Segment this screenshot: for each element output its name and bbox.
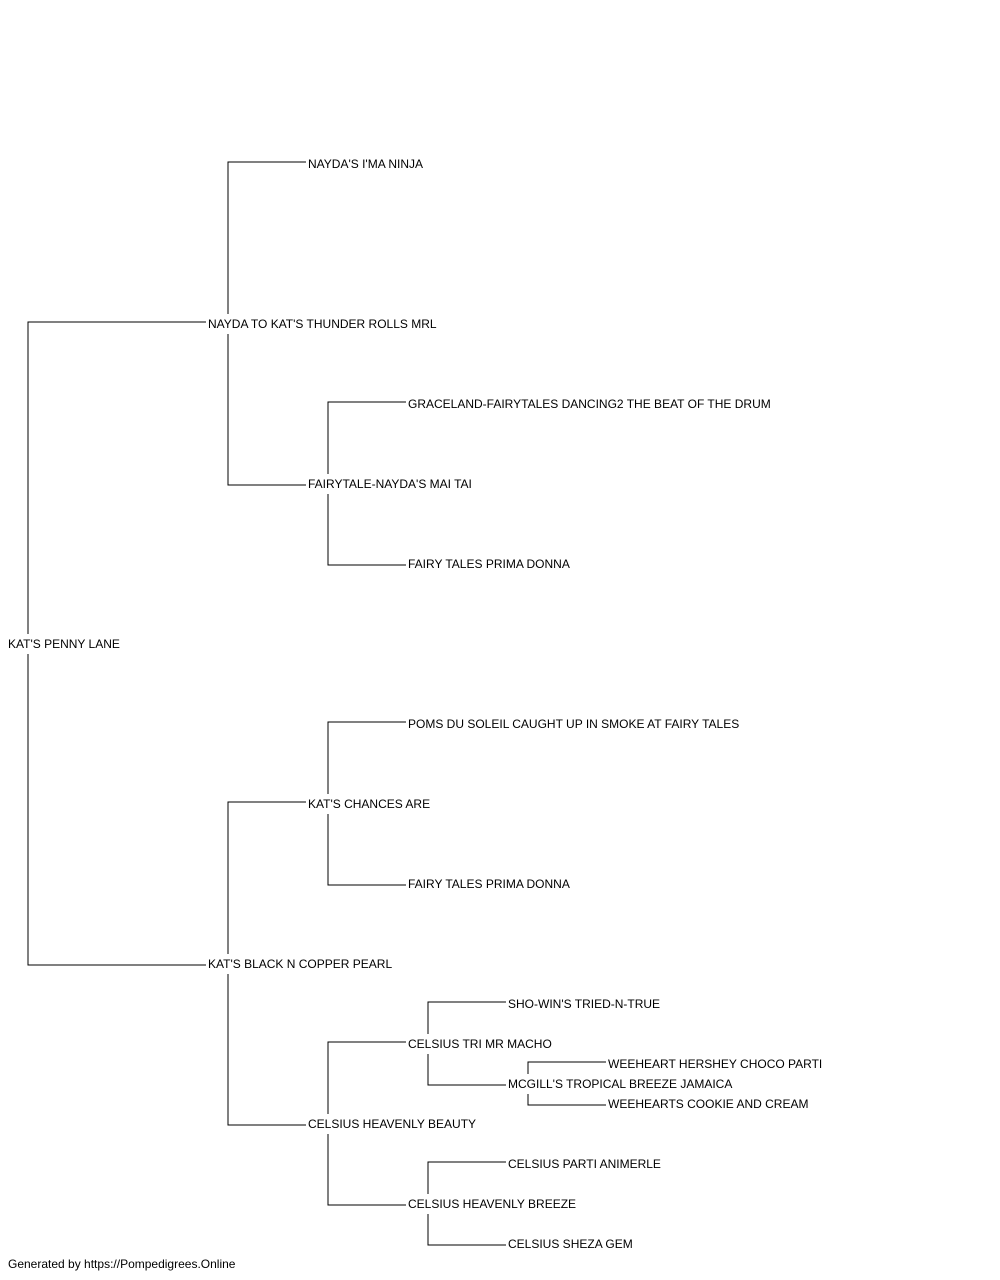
- dam-dam-sire-dam-name: MCGILL'S TROPICAL BREEZE JAMAICA: [508, 1077, 732, 1091]
- sire-sire-name: NAYDA'S I'MA NINJA: [308, 157, 423, 171]
- connector-dam-sire: [227, 801, 306, 954]
- connector-root-sire: [27, 321, 206, 634]
- connector-dam-dam-sire: [327, 1041, 406, 1114]
- sire-name: NAYDA TO KAT'S THUNDER ROLLS MRL: [208, 317, 437, 331]
- connector-root-dam: [27, 654, 206, 966]
- connector-jamaica-dam: [527, 1094, 606, 1106]
- connector-jamaica-sire: [527, 1061, 606, 1074]
- name-labels: KAT'S PENNY LANE NAYDA TO KAT'S THUNDER …: [8, 157, 822, 1251]
- subject-name: KAT'S PENNY LANE: [8, 637, 120, 651]
- connector-sire-dam: [227, 334, 306, 486]
- connector-sire-dam-dam: [327, 494, 406, 566]
- dam-dam-sire-dam-dam-name: WEEHEARTS COOKIE AND CREAM: [608, 1097, 808, 1111]
- dam-dam-dam-sire-name: CELSIUS PARTI ANIMERLE: [508, 1157, 661, 1171]
- connector-dam-sire-sire: [327, 721, 406, 794]
- dam-sire-dam-name: FAIRY TALES PRIMA DONNA: [408, 877, 570, 891]
- dam-dam-sire-name: CELSIUS TRI MR MACHO: [408, 1037, 552, 1051]
- connector-dam-sire-dam: [327, 814, 406, 886]
- connector-macho-sire: [427, 1001, 506, 1034]
- connector-macho-dam: [427, 1054, 506, 1086]
- dam-dam-dam-dam-name: CELSIUS SHEZA GEM: [508, 1237, 633, 1251]
- connector-breeze-sire: [427, 1161, 506, 1194]
- sire-dam-dam-name: FAIRY TALES PRIMA DONNA: [408, 557, 570, 571]
- dam-dam-name: CELSIUS HEAVENLY BEAUTY: [308, 1117, 476, 1131]
- dam-name: KAT'S BLACK N COPPER PEARL: [208, 957, 392, 971]
- connector-dam-dam: [227, 974, 306, 1126]
- dam-sire-name: KAT'S CHANCES ARE: [308, 797, 430, 811]
- dam-dam-dam-name: CELSIUS HEAVENLY BREEZE: [408, 1197, 576, 1211]
- connector-dam-dam-dam: [327, 1134, 406, 1206]
- sire-dam-sire-name: GRACELAND-FAIRYTALES DANCING2 THE BEAT O…: [408, 397, 771, 411]
- connector-lines: [27, 161, 606, 1246]
- footer-credit: Generated by https://Pompedigrees.Online: [8, 1257, 236, 1271]
- dam-dam-sire-sire-name: SHO-WIN'S TRIED-N-TRUE: [508, 997, 660, 1011]
- connector-sire-dam-sire: [327, 401, 406, 474]
- connector-sire-sire: [227, 161, 306, 314]
- dam-dam-sire-dam-sire-name: WEEHEART HERSHEY CHOCO PARTI: [608, 1057, 822, 1071]
- sire-dam-name: FAIRYTALE-NAYDA'S MAI TAI: [308, 477, 472, 491]
- dam-sire-sire-name: POMS DU SOLEIL CAUGHT UP IN SMOKE AT FAI…: [408, 717, 739, 731]
- connector-breeze-dam: [427, 1214, 506, 1246]
